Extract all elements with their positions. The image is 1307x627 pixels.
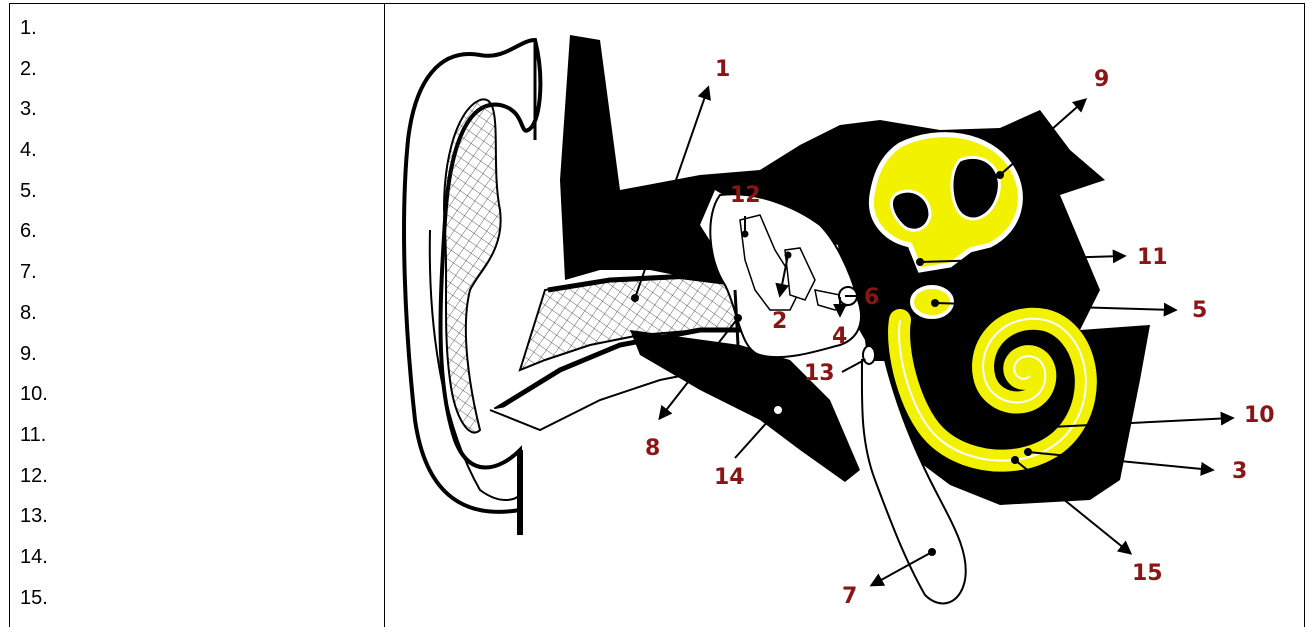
label-9: 9 — [1094, 67, 1109, 92]
auricle — [404, 40, 540, 535]
label-1: 1 — [715, 57, 730, 82]
label-15: 15 — [1132, 561, 1163, 586]
label-5: 5 — [1192, 298, 1207, 323]
lower-bone-mass — [630, 330, 860, 482]
label-10: 10 — [1244, 403, 1275, 428]
label-4: 4 — [832, 324, 847, 349]
label-3: 3 — [1232, 459, 1247, 484]
label-2: 2 — [772, 309, 787, 334]
pointer-dot-13 — [865, 355, 871, 361]
label-7: 7 — [842, 584, 857, 609]
label-12: 12 — [730, 183, 761, 208]
pointer-dot-14 — [774, 406, 782, 414]
label-8: 8 — [645, 436, 660, 461]
label-13: 13 — [804, 361, 835, 386]
label-11: 11 — [1137, 245, 1168, 270]
label-6: 6 — [864, 285, 879, 310]
label-14: 14 — [714, 465, 745, 490]
round-window — [863, 346, 875, 364]
